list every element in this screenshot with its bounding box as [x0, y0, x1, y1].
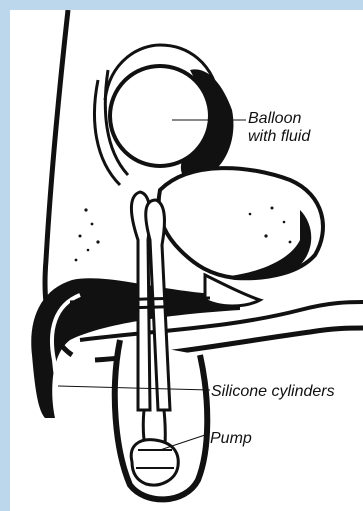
label-pump: Pump	[210, 430, 252, 448]
anatomy-diagram	[10, 10, 363, 511]
diagram-panel: Balloon with fluid Silicone cylinders Pu…	[10, 10, 363, 511]
label-silicone-cylinders: Silicone cylinders	[211, 383, 335, 401]
label-balloon-line2: with fluid	[248, 128, 310, 146]
balloon-reservoir	[110, 66, 210, 166]
label-balloon-line1: Balloon	[248, 110, 310, 128]
label-balloon: Balloon with fluid	[248, 110, 310, 146]
